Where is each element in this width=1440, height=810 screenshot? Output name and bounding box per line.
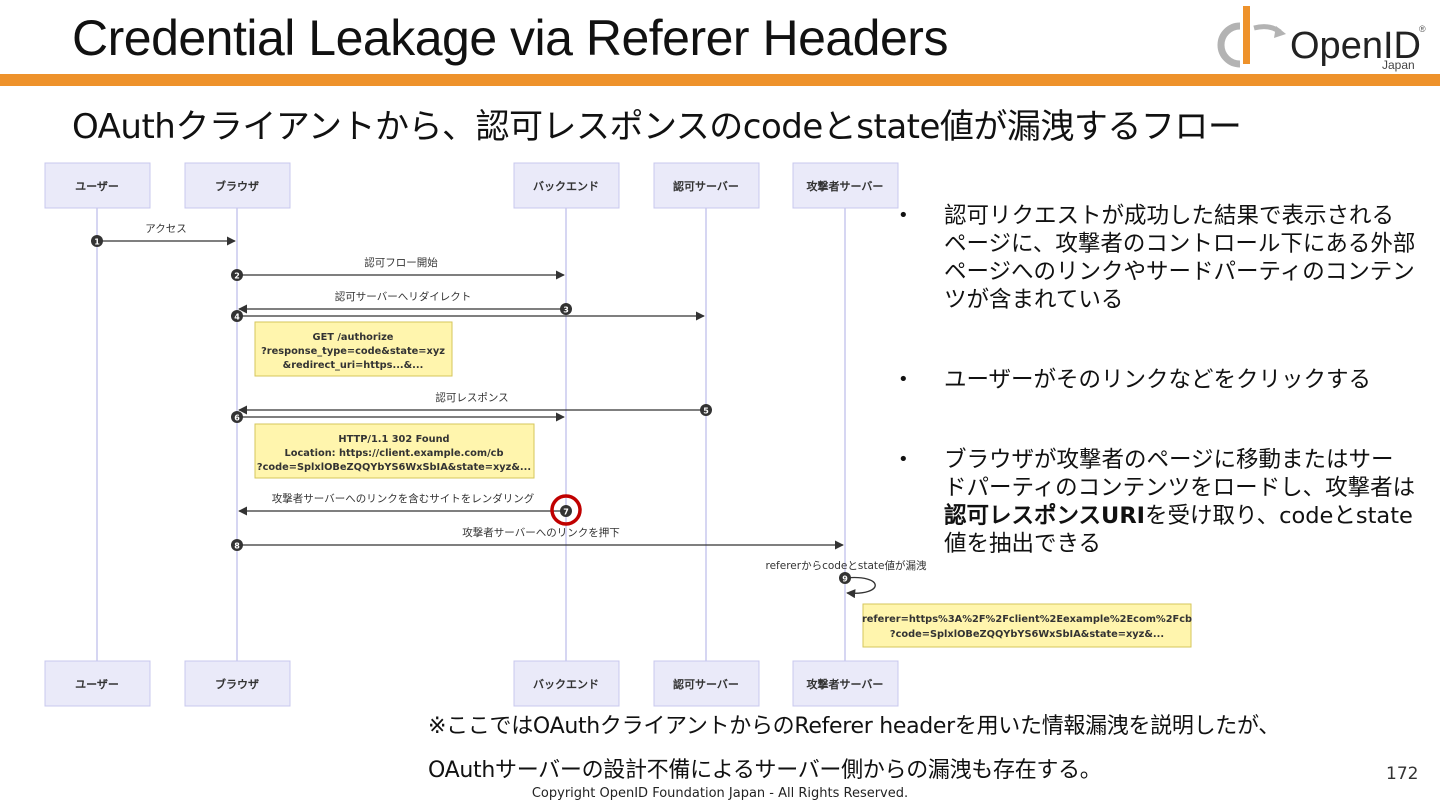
actor-backend-bottom: バックエンド — [513, 660, 620, 707]
seq-badge: 9 — [839, 572, 851, 584]
message-label: 認可サーバーへリダイレクト — [335, 290, 471, 303]
slide-subtitle: OAuthクライアントから、認可レスポンスのcodeとstate値が漏洩するフロ… — [72, 107, 1242, 147]
actor-label: ブラウザ — [215, 677, 259, 691]
lifelines — [96, 208, 846, 662]
seq-badge: 5 — [700, 404, 712, 416]
seq-badge: 6 — [231, 411, 243, 423]
actor-label: ユーザー — [75, 678, 119, 691]
message-label: refererからcodeとstate値が漏洩 — [766, 559, 927, 572]
actor-browser: ブラウザ — [184, 162, 291, 209]
openid-logo: OpenID ® Japan — [1210, 2, 1440, 74]
bullet-list: 認可リクエストが成功した結果で表示されるページに、攻撃者のコントロール下にある外… — [896, 202, 1416, 558]
bullet-text: ユーザーがそのリンクなどをクリックする — [944, 367, 1372, 393]
message-label: 攻撃者サーバーへのリンクを含むサイトをレンダリング — [272, 492, 535, 505]
note-line: referer=https%3A%2F%2Fclient%2Eexample%2… — [862, 614, 1192, 625]
bullet-item: ユーザーがそのリンクなどをクリックする — [896, 366, 1416, 394]
seq-badge: 2 — [231, 269, 243, 281]
actor-attacker-server: 攻撃者サーバー — [792, 162, 899, 209]
actor-browser-bottom: ブラウザ — [184, 660, 291, 707]
note-line: HTTP/1.1 302 Found — [338, 434, 449, 445]
actor-label: バックエンド — [533, 180, 599, 193]
seq-number: 2 — [234, 272, 240, 281]
seq-badge: 7 — [560, 505, 572, 517]
footnote-line-2: OAuthサーバーの設計不備によるサーバー側からの漏洩も存在する。 — [428, 758, 1102, 783]
seq-number: 3 — [563, 306, 569, 315]
seq-number: 7 — [563, 508, 569, 517]
actors-top: ユーザー ブラウザ バックエンド 認可サーバー 攻撃者サーバー — [44, 162, 899, 209]
logo-registered-mark: ® — [1419, 24, 1426, 34]
note-line: ?code=SplxlOBeZQQYbYS6WxSbIA&state=xyz&.… — [890, 629, 1164, 640]
slide-title: Credential Leakage via Referer Headers — [72, 10, 948, 66]
seq-badge: 4 — [231, 310, 243, 322]
note-302-found: HTTP/1.1 302 Found Location: https://cli… — [254, 423, 535, 479]
bullet-item: 認可リクエストが成功した結果で表示されるページに、攻撃者のコントロール下にある外… — [896, 202, 1416, 314]
seq-badge: 8 — [231, 539, 243, 551]
openid-logo-icon: OpenID ® Japan — [1217, 6, 1426, 72]
bullet-item: ブラウザが攻撃者のページに移動またはサードパーティのコンテンツをロードし、攻撃者… — [896, 446, 1416, 558]
message-label: アクセス — [145, 223, 186, 235]
seq-number: 6 — [234, 414, 240, 423]
note-line: GET /authorize — [313, 332, 394, 343]
page-number: 172 — [1386, 764, 1419, 784]
actors-bottom: ユーザー ブラウザ バックエンド 認可サーバー 攻撃者サーバー — [44, 660, 899, 707]
bullet-text: ブラウザが攻撃者のページに移動またはサードパーティのコンテンツをロードし、攻撃者… — [944, 447, 1416, 501]
note-line: ?response_type=code&state=xyz — [261, 346, 445, 357]
note-line: ?code=SplxlOBeZQQYbYS6WxSbIA&state=xyz&.… — [257, 462, 531, 473]
actor-label: ブラウザ — [215, 179, 259, 193]
copyright: Copyright OpenID Foundation Japan - All … — [531, 786, 909, 801]
bullet-text: 認可リクエストが成功した結果で表示されるページに、攻撃者のコントロール下にある外… — [944, 203, 1416, 313]
seq-number: 9 — [842, 575, 848, 584]
seq-badge: 1 — [91, 235, 103, 247]
note-line: Location: https://client.example.com/cb — [285, 448, 504, 459]
actor-label: 認可サーバー — [673, 677, 739, 691]
note-authorize-request: GET /authorize ?response_type=code&state… — [254, 321, 453, 377]
actor-label: ユーザー — [75, 180, 119, 193]
highlight-ring — [550, 494, 582, 526]
header-divider — [0, 74, 1440, 86]
bullet-bold-text: 認可レスポンスURI — [944, 503, 1146, 529]
logo-text: OpenID — [1290, 25, 1421, 67]
message-label: 攻撃者サーバーへのリンクを押下 — [462, 526, 619, 539]
seq-badge: 3 — [560, 303, 572, 315]
actor-label: 認可サーバー — [673, 179, 739, 193]
seq-number: 1 — [94, 238, 100, 247]
seq-number: 8 — [234, 542, 240, 551]
note-referer: referer=https%3A%2F%2Fclient%2Eexample%2… — [862, 603, 1192, 648]
messages — [97, 236, 876, 599]
seq-number: 5 — [703, 407, 709, 416]
actor-label: バックエンド — [533, 678, 599, 691]
actor-backend: バックエンド — [513, 162, 620, 209]
seq-number: 4 — [234, 313, 240, 322]
bullet-text: を受け取り、codeとstate値を抽出できる — [944, 503, 1413, 557]
actor-auth-server-bottom: 認可サーバー — [653, 660, 760, 707]
actor-label: 攻撃者サーバー — [807, 677, 884, 691]
message-arrow-self — [844, 576, 876, 599]
footnote-line-1: ※ここではOAuthクライアントからのReferer headerを用いた情報漏… — [428, 714, 1280, 739]
message-labels: アクセス 認可フロー開始 認可サーバーへリダイレクト 認可レスポンス 攻撃者サー… — [145, 223, 927, 572]
actor-user: ユーザー — [44, 162, 151, 209]
actor-attacker-server-bottom: 攻撃者サーバー — [792, 660, 899, 707]
message-label: 認可フロー開始 — [364, 256, 438, 269]
actor-auth-server: 認可サーバー — [653, 162, 760, 209]
note-line: &redirect_uri=https...&... — [283, 360, 424, 371]
message-label: 認可レスポンス — [435, 391, 508, 404]
sequence-badges: 1 2 3 4 5 6 7 8 9 — [91, 235, 851, 584]
logo-subtext: Japan — [1382, 58, 1415, 72]
actor-user-bottom: ユーザー — [44, 660, 151, 707]
actor-label: 攻撃者サーバー — [807, 179, 884, 193]
